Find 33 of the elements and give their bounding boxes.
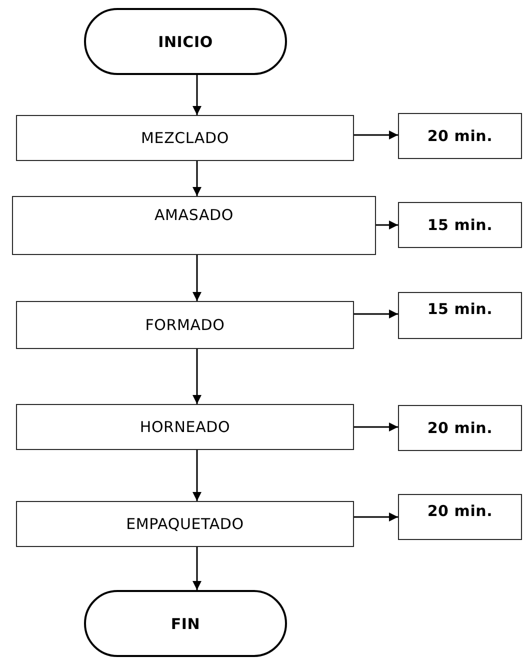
arrow bbox=[192, 349, 202, 404]
process-box bbox=[16, 115, 354, 161]
step-label: 15 min. bbox=[427, 300, 493, 318]
arrow bbox=[354, 310, 398, 318]
step-label: 20 min. bbox=[427, 502, 493, 520]
duration-box bbox=[398, 494, 522, 540]
arrow bbox=[376, 220, 398, 230]
step-label: HORNEADO bbox=[140, 418, 230, 436]
step-label: MEZCLADO bbox=[141, 129, 229, 147]
step-label: FIN bbox=[170, 614, 200, 632]
duration-box bbox=[398, 405, 522, 451]
step-label: EMPAQUETADO bbox=[126, 515, 244, 533]
duration-box bbox=[398, 292, 522, 339]
arrow bbox=[192, 547, 202, 590]
duration-box bbox=[398, 202, 522, 248]
arrow bbox=[192, 450, 202, 501]
step-label: 20 min. bbox=[427, 419, 493, 437]
duration-box bbox=[398, 113, 522, 159]
arrow bbox=[192, 255, 202, 301]
arrow bbox=[354, 512, 398, 522]
step-label: 20 min. bbox=[427, 127, 493, 145]
arrow bbox=[192, 75, 202, 115]
step-label: AMASADO bbox=[154, 206, 234, 224]
process-box bbox=[16, 501, 354, 547]
step-label: FORMADO bbox=[145, 316, 225, 334]
process-box bbox=[16, 301, 354, 349]
process-box bbox=[16, 404, 354, 450]
process-box bbox=[12, 196, 376, 255]
arrow bbox=[192, 161, 202, 196]
arrow bbox=[354, 130, 398, 140]
step-label: 15 min. bbox=[427, 216, 493, 234]
step-label: INICIO bbox=[158, 32, 213, 50]
arrow bbox=[354, 422, 398, 432]
